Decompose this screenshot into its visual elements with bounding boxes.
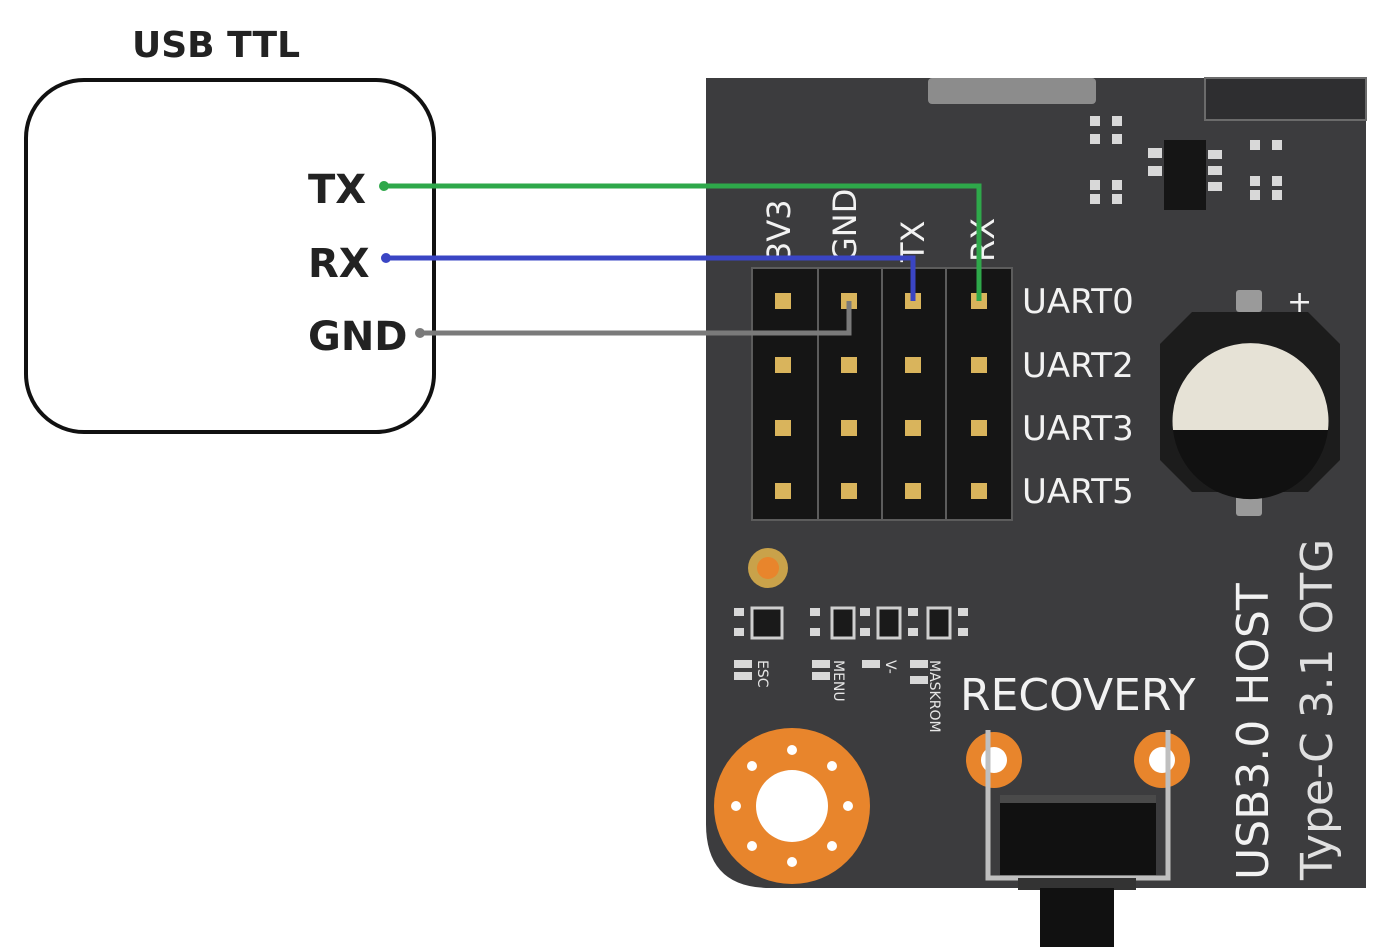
button-labels: ESC MENU V- MASKROM	[754, 660, 942, 733]
maskrom-label: MASKROM	[926, 660, 942, 733]
pcb-board: 3V3 GND TX RX UART0 UART2 UART3 UART5	[706, 77, 1367, 947]
col-label-rx: RX	[964, 218, 1002, 262]
battery-holder: +	[1160, 285, 1340, 516]
usb-ttl-pin-rx: RX	[308, 241, 370, 287]
pin-header	[751, 267, 1013, 521]
recovery-label: RECOVERY	[960, 670, 1196, 721]
top-connector	[928, 78, 1096, 104]
smd-components	[1090, 116, 1282, 204]
usb-ttl-module: USB TTL TX RX GND	[24, 25, 436, 434]
uart-labels: UART0 UART2 UART3 UART5	[1022, 282, 1134, 512]
col-label-gnd: GND	[826, 189, 864, 262]
usb-ttl-pin-tx: TX	[308, 167, 366, 213]
uart5-label: UART5	[1022, 472, 1134, 512]
menu-label: MENU	[830, 660, 846, 702]
uart0-label: UART0	[1022, 282, 1134, 322]
wires	[379, 181, 982, 338]
battery-plus-label: +	[1287, 285, 1312, 320]
wire-rx-to-tx	[386, 255, 916, 301]
mounting-hole	[714, 728, 870, 884]
vminus-label: V-	[882, 660, 898, 674]
button-smd-row	[734, 606, 968, 684]
usb-host-label: USB3.0 HOST	[1228, 583, 1279, 880]
usb-otg-label: Type-C 3.1 OTG	[1292, 539, 1343, 881]
col-label-3v3: 3V3	[760, 199, 798, 262]
wire-gnd-to-gnd	[420, 301, 852, 336]
top-chip	[1204, 77, 1367, 121]
recovery-button[interactable]	[966, 730, 1190, 947]
ic-chip	[1164, 140, 1206, 210]
header-column-labels: 3V3 GND TX RX	[760, 189, 1002, 263]
usb-ttl-box	[24, 78, 436, 434]
uart3-label: UART3	[1022, 409, 1134, 449]
uart2-label: UART2	[1022, 346, 1134, 386]
wire-tx-to-rx	[384, 183, 982, 301]
usb-ttl-pin-gnd: GND	[308, 314, 408, 360]
esc-label: ESC	[754, 660, 770, 688]
usb-ttl-title: USB TTL	[132, 25, 300, 66]
